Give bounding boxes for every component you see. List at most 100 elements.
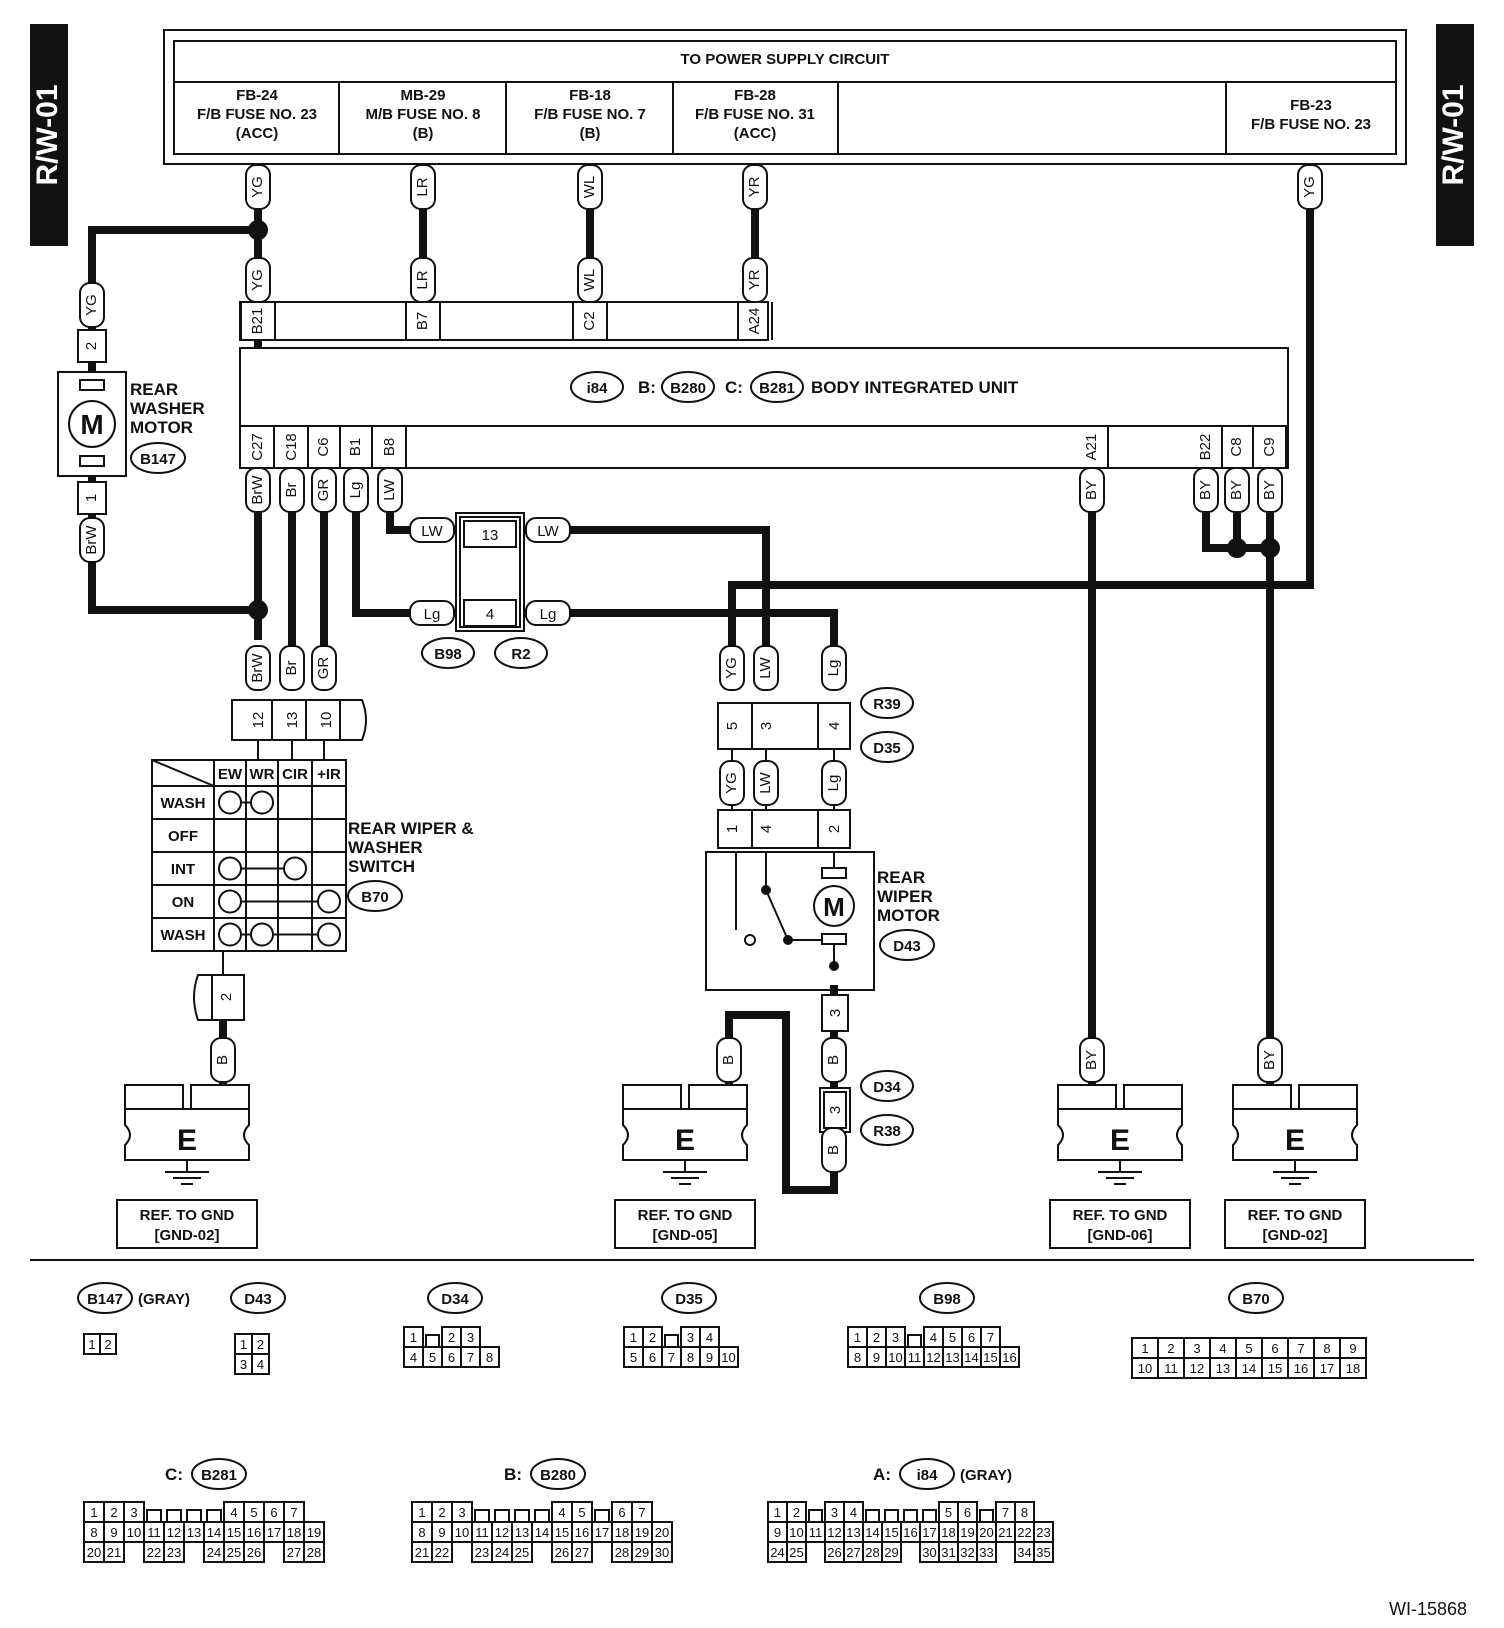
svg-text:MB-29: MB-29 [400, 87, 445, 104]
fuse-mb29: MB-29M/B FUSE NO. 8(B) [365, 87, 480, 142]
svg-text:[GND-05]: [GND-05] [652, 1227, 717, 1244]
svg-text:6: 6 [270, 1505, 277, 1520]
svg-text:B280: B280 [540, 1467, 576, 1484]
svg-text:D35: D35 [675, 1291, 703, 1308]
wire-tag: BY [1083, 480, 1100, 500]
svg-text:10: 10 [888, 1350, 902, 1365]
svg-text:7: 7 [1297, 1341, 1304, 1356]
svg-text:32: 32 [960, 1545, 974, 1560]
svg-text:8: 8 [854, 1350, 861, 1365]
svg-text:15: 15 [555, 1525, 569, 1540]
svg-text:27: 27 [575, 1545, 589, 1560]
wire-tag: Br [283, 482, 300, 497]
svg-text:4: 4 [230, 1505, 237, 1520]
svg-text:1: 1 [630, 1330, 637, 1345]
switch-row-label: OFF [168, 828, 198, 845]
svg-text:3: 3 [130, 1505, 137, 1520]
svg-text:4: 4 [930, 1330, 937, 1345]
biu-pin: B8 [381, 438, 398, 456]
wire-tag: BY [1083, 1050, 1100, 1070]
svg-text:16: 16 [903, 1525, 917, 1540]
svg-text:12: 12 [167, 1525, 181, 1540]
wire-tag: BrW [249, 475, 266, 505]
svg-text:16: 16 [247, 1525, 261, 1540]
svg-text:2: 2 [257, 1337, 264, 1352]
switch-col-header: WR [250, 766, 275, 783]
svg-text:C:: C: [725, 378, 743, 397]
wire-tag: Lg [540, 606, 557, 623]
svg-text:23: 23 [1036, 1525, 1050, 1540]
svg-text:30: 30 [922, 1545, 936, 1560]
wire-tag: BY [1228, 480, 1245, 500]
svg-text:23: 23 [167, 1545, 181, 1560]
body-integrated-unit: A: i84 B: B280 C: B281 BODY INTEGRATED U… [239, 301, 1289, 469]
svg-text:5: 5 [949, 1330, 956, 1345]
svg-text:22: 22 [435, 1545, 449, 1560]
svg-text:4: 4 [826, 722, 843, 730]
wire-tag: Lg [825, 660, 842, 677]
biu-pin: C6 [315, 437, 332, 456]
wire-tag: GR [315, 657, 332, 680]
svg-text:D34: D34 [441, 1291, 469, 1308]
svg-text:1: 1 [854, 1330, 861, 1345]
svg-text:2: 2 [826, 825, 843, 833]
svg-text:(B): (B) [580, 125, 601, 142]
svg-text:3: 3 [467, 1330, 474, 1345]
svg-text:6: 6 [649, 1350, 656, 1365]
conn-b147-tag: B147 [140, 451, 176, 468]
svg-text:33: 33 [979, 1545, 993, 1560]
svg-text:1: 1 [410, 1330, 417, 1345]
svg-text:B147: B147 [87, 1291, 123, 1308]
svg-text:WASHER: WASHER [130, 399, 205, 418]
svg-text:12: 12 [827, 1525, 841, 1540]
svg-text:REF. TO GND: REF. TO GND [638, 1207, 733, 1224]
svg-text:12: 12 [926, 1350, 940, 1365]
svg-text:(GRAY): (GRAY) [138, 1291, 190, 1308]
fuse-fb24: FB-24F/B FUSE NO. 23(ACC) [197, 87, 317, 142]
svg-text:3: 3 [827, 1009, 844, 1017]
biu-pin: B21 [249, 308, 266, 335]
svg-text:R2: R2 [511, 646, 530, 663]
svg-text:19: 19 [960, 1525, 974, 1540]
svg-text:10: 10 [789, 1525, 803, 1540]
svg-text:10: 10 [1138, 1361, 1152, 1376]
svg-text:B281: B281 [201, 1467, 237, 1484]
svg-text:4: 4 [1219, 1341, 1226, 1356]
rear-wiper-motor: M REAR WIPER MOTOR D43 3 [705, 851, 940, 1032]
svg-text:FB-28: FB-28 [734, 87, 776, 104]
fuse-fb18: FB-18F/B FUSE NO. 7(B) [534, 87, 646, 142]
svg-text:13: 13 [284, 712, 301, 729]
svg-text:13: 13 [1216, 1361, 1230, 1376]
svg-text:1: 1 [83, 494, 100, 502]
svg-text:WASHER: WASHER [348, 838, 423, 857]
svg-text:29: 29 [635, 1545, 649, 1560]
svg-text:16: 16 [575, 1525, 589, 1540]
svg-text:10: 10 [318, 712, 335, 729]
svg-text:14: 14 [865, 1525, 879, 1540]
svg-text:31: 31 [941, 1545, 955, 1560]
svg-text:10: 10 [455, 1525, 469, 1540]
svg-text:B70: B70 [1242, 1291, 1270, 1308]
svg-text:FB-18: FB-18 [569, 87, 611, 104]
svg-text:28: 28 [865, 1545, 879, 1560]
svg-text:17: 17 [595, 1525, 609, 1540]
biu-pin: B7 [414, 312, 431, 330]
svg-text:4: 4 [410, 1350, 417, 1365]
svg-text:5: 5 [724, 722, 741, 730]
svg-text:2: 2 [873, 1330, 880, 1345]
svg-text:B98: B98 [933, 1291, 961, 1308]
svg-text:15: 15 [884, 1525, 898, 1540]
svg-text:R/W-01: R/W-01 [31, 84, 64, 185]
svg-text:2: 2 [218, 993, 235, 1001]
svg-text:5: 5 [578, 1505, 585, 1520]
fuse-fb23: FB-23F/B FUSE NO. 23 [1251, 97, 1371, 133]
svg-text:REAR: REAR [877, 868, 925, 887]
wire-tag: BrW [249, 653, 266, 683]
svg-text:B:: B: [638, 378, 656, 397]
biu-pin: C8 [1228, 437, 1245, 456]
power-supply-box: TO POWER SUPPLY CIRCUIT FB-24F/B FUSE NO… [163, 29, 1407, 165]
